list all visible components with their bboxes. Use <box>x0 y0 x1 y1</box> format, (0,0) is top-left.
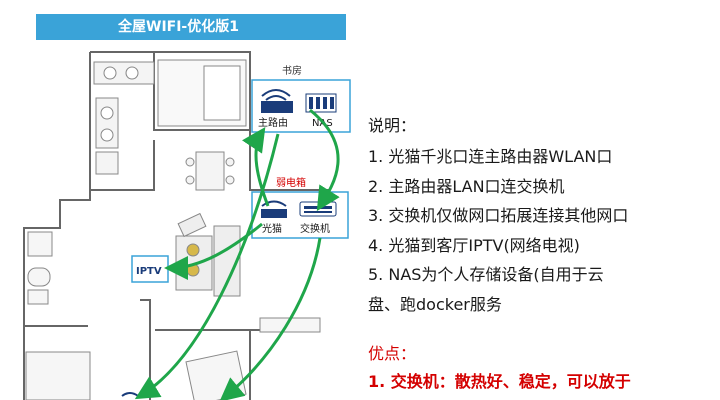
arrow-router-to-bedroom <box>134 133 280 400</box>
switch-icon <box>299 201 337 217</box>
diagram-title: 全屋WIFI-优化版1 <box>36 14 346 40</box>
walls <box>23 51 330 400</box>
modem-icon <box>261 200 287 218</box>
connection-arrows <box>134 108 340 400</box>
note-item-4: 4. 光猫到客厅IPTV(网络电视) <box>368 235 580 255</box>
arrow-modem-to-router <box>242 127 270 207</box>
iptv-label: IPTV <box>136 266 162 277</box>
arrow-switch-to-bedroom <box>219 237 322 400</box>
sofa <box>175 212 241 297</box>
modem-label: 光猫 <box>262 222 282 235</box>
bathroom <box>27 231 53 305</box>
advantage-item-1: 1. 交换机：散热好、稳定，可以放于 <box>368 372 631 391</box>
arrow-modem-to-iptv <box>164 222 263 280</box>
notes-heading: 说明： <box>368 116 417 135</box>
router-label: 主路由 <box>258 116 288 129</box>
study-label: 书房 <box>282 64 302 77</box>
floor-plan: 书房 主路由 NAS 弱电箱 光猫 交换机 IPTV <box>23 51 351 400</box>
weak-box-label: 弱电箱 <box>276 176 306 189</box>
notes-panel: 说明： 1. 光猫千兆口连主路由器WLAN口 2. 主路由器LAN口连交换机 3… <box>368 112 718 319</box>
note-item-3: 3. 交换机仅做网口拓展连接其他网口 <box>368 206 629 225</box>
advantages-panel: 优点： 1. 交换机：散热好、稳定，可以放于 <box>368 340 718 396</box>
advantages-heading: 优点： <box>368 344 417 363</box>
nas-icon <box>305 93 337 113</box>
dining-table <box>185 151 235 191</box>
kitchen <box>93 59 247 175</box>
arrow-router-to-switch <box>309 108 340 212</box>
bedroom-device-icon <box>121 392 139 397</box>
note-item-5: 5. NAS为个人存储设备(自用于云 <box>368 265 604 284</box>
note-item-5-cont: 盘、跑docker服务 <box>368 294 502 314</box>
router-icon <box>261 89 293 113</box>
note-item-1: 1. 光猫千兆口连主路由器WLAN口 <box>368 147 613 166</box>
note-item-2: 2. 主路由器LAN口连交换机 <box>368 176 565 196</box>
switch-label: 交换机 <box>300 222 330 235</box>
